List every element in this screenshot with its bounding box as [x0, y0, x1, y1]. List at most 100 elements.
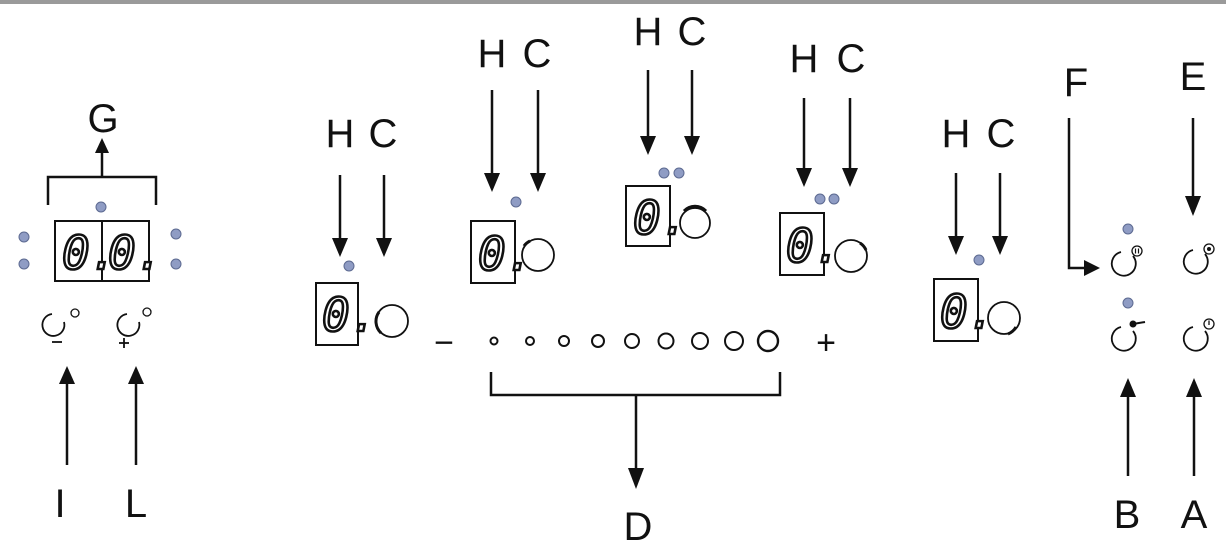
lock-ring-icon: [1110, 326, 1137, 352]
zone-1-arrow-h-head: [332, 238, 348, 257]
zone-2-display-digit: 0.: [478, 227, 533, 281]
timer-led-right-bottom: [170, 258, 182, 270]
slider-level-6[interactable]: [657, 332, 675, 350]
zone-4-arrow-h-head: [796, 168, 812, 187]
zone-5-arrow-h-head: [948, 236, 964, 255]
zone-5-arrow-c-head: [992, 236, 1008, 255]
zone-2-select-button[interactable]: [521, 238, 555, 272]
arrow-a-head: [1186, 378, 1202, 397]
keep-warm-button[interactable]: [1182, 243, 1215, 275]
zone-4-display-box: [779, 212, 825, 276]
zone-4-label-c: C: [837, 37, 866, 81]
zone-5-label-c: C: [987, 112, 1016, 156]
zone-4-display-digit: 0.: [786, 219, 841, 273]
slider-level-2[interactable]: [525, 336, 535, 346]
label-a: A: [1181, 493, 1208, 537]
timer-display-digit-2-box: [101, 220, 150, 282]
zone-4-select-button[interactable]: [834, 239, 868, 273]
zone-1-label-c: C: [369, 112, 398, 156]
zone-2-label-h: H: [478, 32, 507, 76]
arrow-f-head: [1084, 260, 1100, 276]
slider-level-3[interactable]: [558, 335, 570, 347]
label-i: I: [54, 482, 65, 526]
zone-5-display-box: [933, 278, 979, 342]
zone-2-arrow-h-head: [484, 173, 500, 192]
zone-5-led: [973, 254, 985, 266]
slider-minus-label: −: [434, 324, 454, 362]
zone-3-arrow-h-head: [640, 136, 656, 155]
timer-led-left-top: [18, 231, 30, 243]
timer-led-left-bottom: [18, 258, 30, 270]
bracket-g: [46, 175, 158, 205]
zone-3-select-mark-icon: [682, 204, 708, 213]
label-e: E: [1180, 55, 1207, 99]
cooking-zone-2: H C 0.: [470, 32, 555, 284]
cooking-zone-1: H C 0.: [315, 112, 409, 346]
arrow-f-shaft: [1067, 118, 1086, 270]
timer-minus-ring-icon: [41, 313, 66, 337]
label-d: D: [624, 505, 653, 545]
timer-minus-clock-icon: [70, 308, 80, 318]
zone-4-led-left: [814, 193, 826, 205]
lock-button[interactable]: [1110, 320, 1146, 352]
zone-5-select-ring-icon: [987, 301, 1021, 335]
zone-3-display-box: [625, 185, 671, 247]
timer-display-digit-1: 0.: [62, 226, 117, 280]
arrow-d-head: [628, 468, 644, 489]
zone-3-display-digit: 0.: [633, 191, 688, 245]
zone-1-select-mark-icon: [374, 311, 383, 335]
zone-3-arrow-c-head: [684, 136, 700, 155]
zone-3-label-h: H: [634, 10, 663, 54]
zone-1-display-digit: 0.: [322, 288, 377, 342]
label-f: F: [1064, 61, 1088, 105]
zone-4-select-mark-icon: [859, 241, 868, 251]
label-l: L: [125, 482, 147, 526]
timer-led-top: [95, 201, 107, 213]
power-ring-icon: [1182, 326, 1209, 352]
zone-3-select-button[interactable]: [679, 204, 711, 239]
zone-4-led-right: [828, 193, 840, 205]
slider-plus-label: +: [816, 324, 836, 362]
zone-3-led-left: [658, 167, 670, 179]
zone-2-arrow-c-head: [530, 173, 546, 192]
timer-section: G 0. 0. I L: [18, 97, 182, 526]
zone-3-label-c: C: [678, 10, 707, 54]
slider-level-7[interactable]: [691, 332, 709, 350]
pause-symbol-icon: [1131, 245, 1143, 257]
power-button[interactable]: [1182, 318, 1215, 352]
arrow-g-head: [95, 138, 109, 153]
slider-level-1[interactable]: [489, 336, 499, 346]
zone-3-led-right: [673, 167, 685, 179]
zone-4-select-ring-icon: [834, 239, 868, 273]
zone-5-select-button[interactable]: [987, 301, 1021, 336]
keep-warm-ring-icon: [1182, 249, 1209, 275]
zone-5-label-h: H: [942, 112, 971, 156]
arrow-e-head: [1185, 196, 1201, 216]
zone-1-label-h: H: [326, 112, 355, 156]
arrow-b-head: [1120, 378, 1136, 397]
timer-plus-button[interactable]: [116, 307, 152, 348]
zone-5-display-digit: 0.: [940, 285, 995, 339]
slider-level-5[interactable]: [624, 333, 640, 349]
zone-1-display-box: [315, 282, 359, 346]
cooking-zone-5: H C 0.: [933, 112, 1021, 342]
power-slider[interactable]: − +: [434, 324, 836, 362]
keep-warm-dot-icon: [1207, 247, 1211, 251]
pause-button[interactable]: [1110, 245, 1143, 277]
zone-2-label-c: C: [523, 32, 552, 76]
zone-2-display-box: [470, 220, 516, 284]
slider-level-8[interactable]: [724, 331, 744, 351]
top-border: [0, 0, 1226, 4]
zone-1-select-button[interactable]: [374, 304, 409, 338]
timer-plus-clock-icon: [142, 307, 152, 317]
timer-minus-button[interactable]: [41, 308, 80, 343]
slider-level-4[interactable]: [591, 334, 605, 348]
pause-ring-icon: [1110, 251, 1137, 277]
zone-2-led: [510, 196, 522, 208]
zone-5-select-mark-icon: [1007, 326, 1018, 336]
power-symbol-icon: [1203, 318, 1215, 330]
slider-level-9[interactable]: [756, 329, 780, 353]
timer-led-right-top: [170, 228, 182, 240]
lock-led: [1122, 297, 1134, 309]
